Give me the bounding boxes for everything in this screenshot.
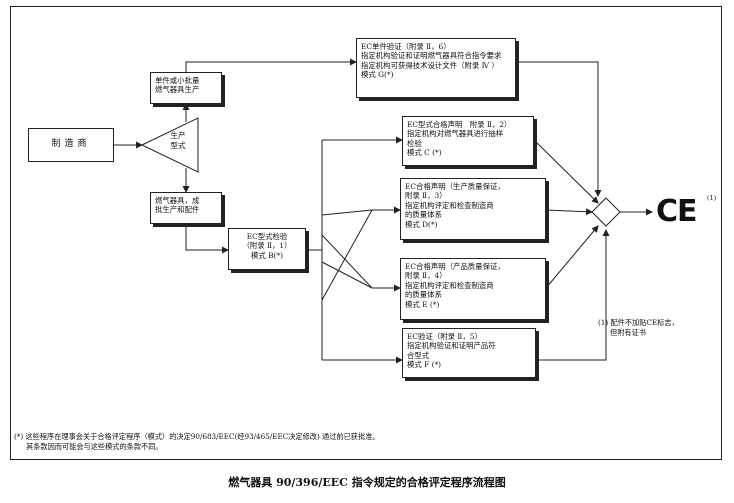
arrow-to-type-exam (185, 224, 229, 254)
small-batch-box: 单件或小批量 燃气器具生产 (150, 72, 222, 104)
product-qa-box: EC合格声明（产品质量保证， 附录 Ⅱ，4） 指定机构评定和检查制造商 的质量体… (400, 258, 546, 320)
arrow-typeconf-to-diamond (533, 139, 599, 204)
footnote: (*) 这些程序在理事会关于合格评定程序（模式）的决定90/683/EEC(经9… (14, 432, 380, 451)
production-qa-box: EC合格声明（生产质量保证， 附录 Ⅱ，3） 指定机构评定和检查制造商 的质量体… (400, 178, 546, 240)
arrow-prodqa-to-diamond (545, 208, 593, 216)
fan-line-1 (321, 209, 373, 216)
series-production-box: 燃气器具，成 批生产和配件 (150, 192, 222, 224)
decision-triangle (140, 117, 199, 173)
arrow-productqa-to-diamond (545, 225, 599, 289)
diagram-frame (10, 6, 722, 460)
arrow-to-unit-verification (185, 58, 357, 72)
arrow-unit-to-diamond (516, 61, 602, 197)
decision-diamond (591, 197, 621, 227)
unit-verification-box: EC单件验证（附录 Ⅱ，6） 指定机构验证和证明燃气器具符合指令要求 指定机构可… (356, 38, 516, 98)
fan-line-4 (321, 234, 373, 289)
ec-verification-box: EC验证（附录 Ⅱ，5） 指定机构验证和证明产品符 合型式 模式 F (*) (402, 328, 536, 378)
figure-caption: 燃气器具 90/396/EEC 指令规定的合格评定程序流程图 (228, 476, 506, 489)
accessory-note: (1) 配件不加贴CE标志， 但附有证书 (598, 318, 679, 337)
decision-label: 生产 型式 (170, 131, 186, 150)
manufacturer-label: 制造商 (51, 139, 91, 150)
type-examination-box: EC型式检验 （附录 Ⅱ，1） 模式 B(*) (228, 228, 306, 270)
fan-line-2 (321, 261, 373, 289)
manufacturer-box: 制造商 (28, 128, 114, 162)
fan-line-3 (321, 209, 373, 301)
arrow-verif-to-diamond (536, 229, 610, 361)
ce-note-ref: (1) (707, 194, 717, 202)
type-conformity-box: EC型式合格声明 附录 Ⅱ，2） 指定机构对燃气器具进行抽样 检验 模式 C (… (402, 116, 534, 166)
ce-mark-icon: CE (656, 194, 698, 229)
